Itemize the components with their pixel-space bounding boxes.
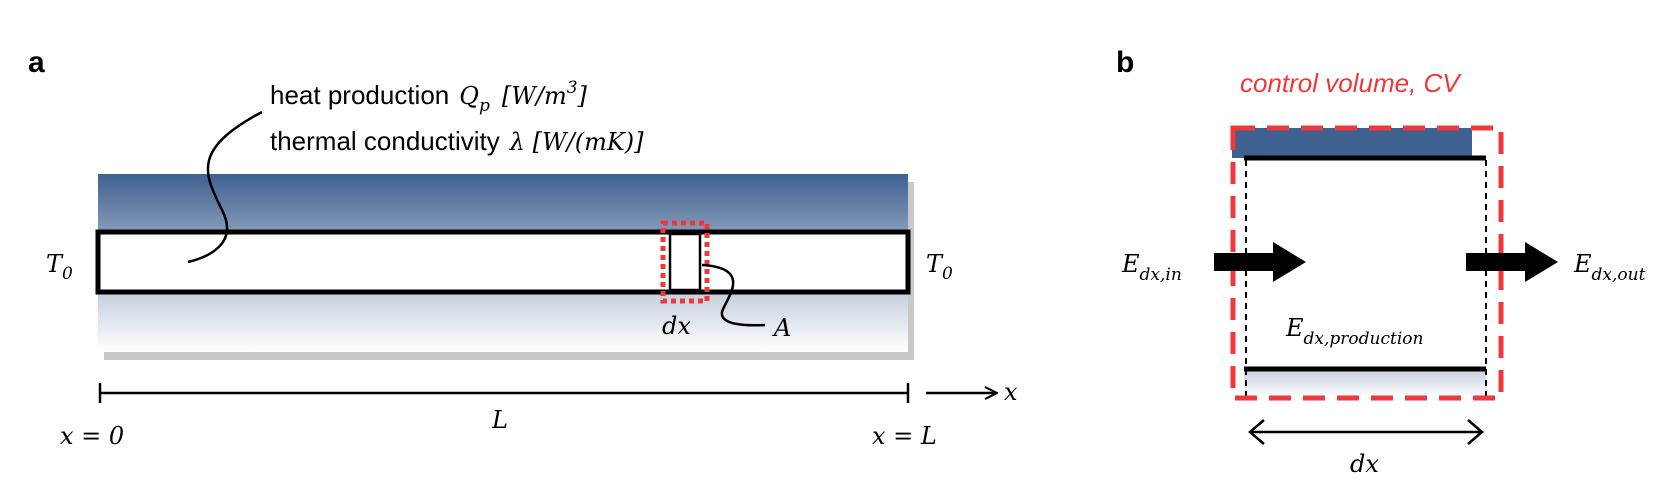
energy-out-arrow	[1466, 242, 1558, 282]
left-boundary-temperature: T0	[46, 250, 73, 284]
conductivity-label: thermal conductivity λ [W/(mK)]	[270, 126, 644, 156]
heat-production-label: heat production Qp [W/m3]	[270, 78, 588, 116]
cv-dx-label: dx	[1350, 450, 1379, 478]
length-label: L	[491, 406, 508, 434]
cv-bottom-band	[1244, 370, 1486, 398]
area-label: A	[772, 314, 791, 342]
x-axis-label: x	[1004, 378, 1018, 406]
energy-in-label: Edx,in	[1121, 250, 1182, 285]
x-start-label: x = 0	[60, 422, 124, 450]
panel-b-label: b	[1116, 46, 1134, 79]
dx-element	[668, 232, 702, 292]
energy-in-arrow	[1214, 242, 1306, 282]
cv-dx-arrowhead-right	[1467, 419, 1484, 445]
label-leader-line	[187, 110, 263, 264]
x-end-label: x = L	[872, 422, 937, 450]
panel-a-label: a	[28, 46, 45, 79]
right-boundary-temperature: T0	[926, 250, 953, 284]
dx-label: dx	[662, 312, 691, 340]
energy-production-label: Edx,production	[1285, 314, 1423, 349]
dx-control-box	[660, 220, 710, 304]
rod-domain	[95, 229, 911, 295]
cv-dx-arrowhead-left	[1248, 419, 1265, 445]
control-volume-label: control volume, CV	[1240, 68, 1462, 98]
area-leader-line	[701, 263, 766, 327]
energy-out-label: Edx,out	[1573, 250, 1646, 285]
cv-top-band	[1232, 128, 1472, 158]
